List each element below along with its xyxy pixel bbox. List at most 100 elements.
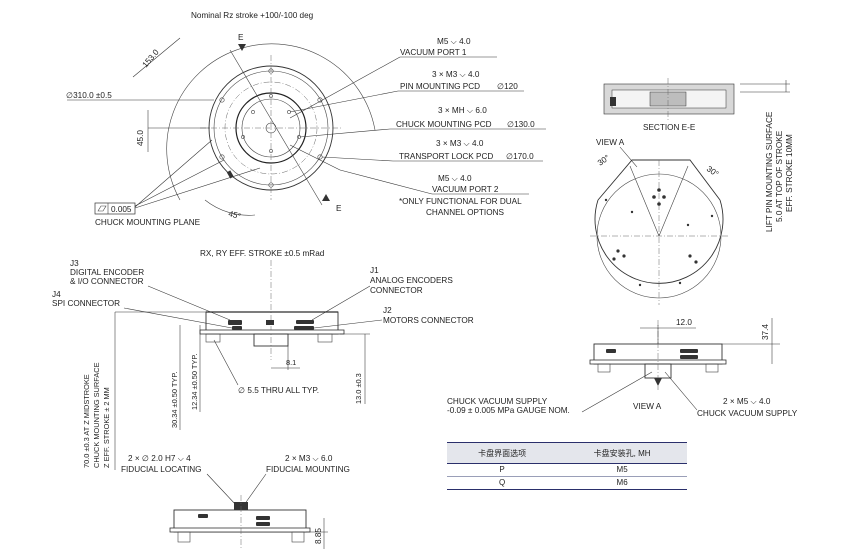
table-cell: M5 bbox=[557, 463, 687, 477]
section-part-left bbox=[610, 97, 616, 106]
flatness-icon bbox=[97, 205, 107, 212]
rz-stroke-label: Nominal Rz stroke +100/-100 deg bbox=[191, 11, 314, 20]
angle-30-right: 30° bbox=[705, 164, 720, 178]
lift-line-1: LIFT PIN MOUNTING SURFACE bbox=[765, 111, 774, 232]
pin-label: PIN MOUNTING PCD bbox=[400, 82, 480, 91]
dim-8-85: 8.85 bbox=[314, 528, 323, 544]
j4-leader bbox=[123, 307, 233, 329]
fid-mnt-label: FIDUCIAL MOUNTING bbox=[266, 465, 350, 474]
chuck-hole bbox=[269, 94, 273, 98]
vp2-leader bbox=[339, 169, 433, 195]
port-hole bbox=[694, 260, 698, 264]
plane-leader-2 bbox=[134, 139, 213, 208]
pin-leader bbox=[289, 90, 399, 113]
j2-id: J2 bbox=[383, 306, 392, 315]
section-arrow-top bbox=[238, 44, 246, 51]
angle-30-left: 30° bbox=[596, 153, 611, 167]
j1-id: J1 bbox=[370, 266, 379, 275]
fid-mnt-size: 2 × M3 ⌵ 6.0 bbox=[285, 454, 333, 463]
rs-foot bbox=[597, 363, 611, 373]
small-hole bbox=[604, 198, 608, 202]
pin-size: 3 × M3 ⌵ 4.0 bbox=[432, 70, 480, 79]
table-cell: P bbox=[447, 463, 558, 477]
rs-port bbox=[606, 349, 616, 353]
side-flange bbox=[199, 329, 345, 335]
chuck-option-table: 卡盘界面选项 卡盘安装孔, MH P M5 Q M6 bbox=[447, 442, 687, 490]
connector-j4 bbox=[232, 326, 242, 330]
dim-153-label: 153.0 bbox=[141, 47, 161, 69]
port-label: CHUCK VACUUM SUPPLY bbox=[697, 409, 798, 418]
pin-hole bbox=[269, 149, 273, 153]
chuck-label: CHUCK MOUNTING PCD bbox=[396, 120, 492, 129]
small-hole bbox=[638, 283, 642, 287]
j3-line-2: & I/O CONNECTOR bbox=[70, 277, 144, 286]
small-hole bbox=[686, 223, 690, 227]
pin-hole bbox=[251, 110, 255, 114]
chuck-hole bbox=[241, 135, 245, 139]
small-hole bbox=[630, 210, 634, 214]
section-e-top-label: E bbox=[238, 33, 244, 42]
dim-153-line bbox=[132, 37, 181, 78]
chuck-size: 3 × MH ⌵ 6.0 bbox=[438, 106, 487, 115]
supply-line-1: CHUCK VACUUM SUPPLY bbox=[447, 397, 548, 406]
bottom-port bbox=[198, 514, 208, 518]
section-arrow-bottom bbox=[322, 194, 330, 201]
view-a-arrow bbox=[654, 378, 662, 386]
chuck-leader bbox=[299, 128, 391, 138]
j1-leader bbox=[311, 285, 371, 321]
thru-hole-label: ∅ 5.5 THRU ALL TYP. bbox=[238, 386, 319, 395]
dim-310-label: ∅310.0 ±0.5 bbox=[66, 91, 112, 100]
pin-hole bbox=[652, 195, 656, 199]
flatness-frame bbox=[94, 202, 136, 215]
midstroke-line-2: CHUCK MOUNTING SURFACE bbox=[92, 362, 101, 468]
flatness-value: 0.005 bbox=[111, 205, 132, 214]
section-e-bottom-label: E bbox=[336, 204, 342, 213]
side-base bbox=[253, 333, 289, 347]
dim-45-label: 45.0 bbox=[136, 130, 145, 146]
fid-loc-leader bbox=[206, 473, 237, 506]
thru-hole-leader bbox=[213, 339, 239, 386]
j4-id: J4 bbox=[52, 290, 61, 299]
vp2-size: M5 ⌵ 4.0 bbox=[438, 174, 472, 183]
dim-30-34: 30.34 ±0.50 TYP. bbox=[170, 372, 179, 428]
dim-12-label: 12.0 bbox=[676, 318, 692, 327]
view-a-top-edge bbox=[597, 159, 721, 201]
rs-port bbox=[680, 349, 698, 353]
lift-line-2: 5.0 AT TOP OF STROKE bbox=[775, 130, 784, 222]
view-a-30-line-left bbox=[629, 165, 660, 237]
side-view: RX, RY EFF. STROKE ±0.5 mRad J3 DIGITAL … bbox=[52, 249, 474, 470]
bottom-foot bbox=[177, 531, 191, 543]
j4-label: SPI CONNECTOR bbox=[52, 299, 120, 308]
table-cell: Q bbox=[447, 476, 558, 490]
table-header-cell: 卡盘安装孔, MH bbox=[557, 442, 687, 464]
vp2-note-2: CHANNEL OPTIONS bbox=[426, 208, 504, 217]
port-hole bbox=[616, 249, 620, 253]
lock-size: 3 × M3 ⌵ 4.0 bbox=[436, 139, 484, 148]
view-a-holes bbox=[604, 188, 714, 287]
lock-value: ∅170.0 bbox=[506, 152, 534, 161]
j3-id: J3 bbox=[70, 259, 79, 268]
rs-view-a: VIEW A bbox=[633, 402, 662, 411]
bottom-foot bbox=[291, 531, 305, 543]
pin-hole bbox=[662, 195, 666, 199]
top-view: Nominal Rz stroke +100/-100 deg bbox=[66, 11, 546, 227]
j1-line-2: CONNECTOR bbox=[370, 286, 423, 295]
j2-label: MOTORS CONNECTOR bbox=[383, 316, 474, 325]
table-header-row: 卡盘界面选项 卡盘安装孔, MH bbox=[447, 442, 687, 464]
bottom-flange bbox=[169, 527, 311, 533]
dim-12-34: 12.34 ±0.50 TYP. bbox=[190, 354, 199, 410]
connector-j3 bbox=[228, 320, 242, 325]
foot-right bbox=[317, 333, 333, 343]
vp2-label: VACUUM PORT 2 bbox=[432, 185, 499, 194]
angle-45-label: 45° bbox=[227, 209, 241, 221]
table-header-cell: 卡盘界面选项 bbox=[447, 442, 558, 464]
top-view-callouts: M5 ⌵ 4.0 VACUUM PORT 1 3 × M3 ⌵ 4.0 PIN … bbox=[289, 37, 546, 217]
section-cut-line bbox=[229, 49, 323, 206]
vp1-leader bbox=[289, 56, 401, 119]
port-hole bbox=[688, 254, 692, 258]
lock-leader bbox=[321, 156, 394, 162]
connector-j1 bbox=[296, 320, 314, 324]
dim-13: 13.0 ±0.3 bbox=[354, 373, 363, 404]
vp1-size: M5 ⌵ 4.0 bbox=[437, 37, 471, 46]
